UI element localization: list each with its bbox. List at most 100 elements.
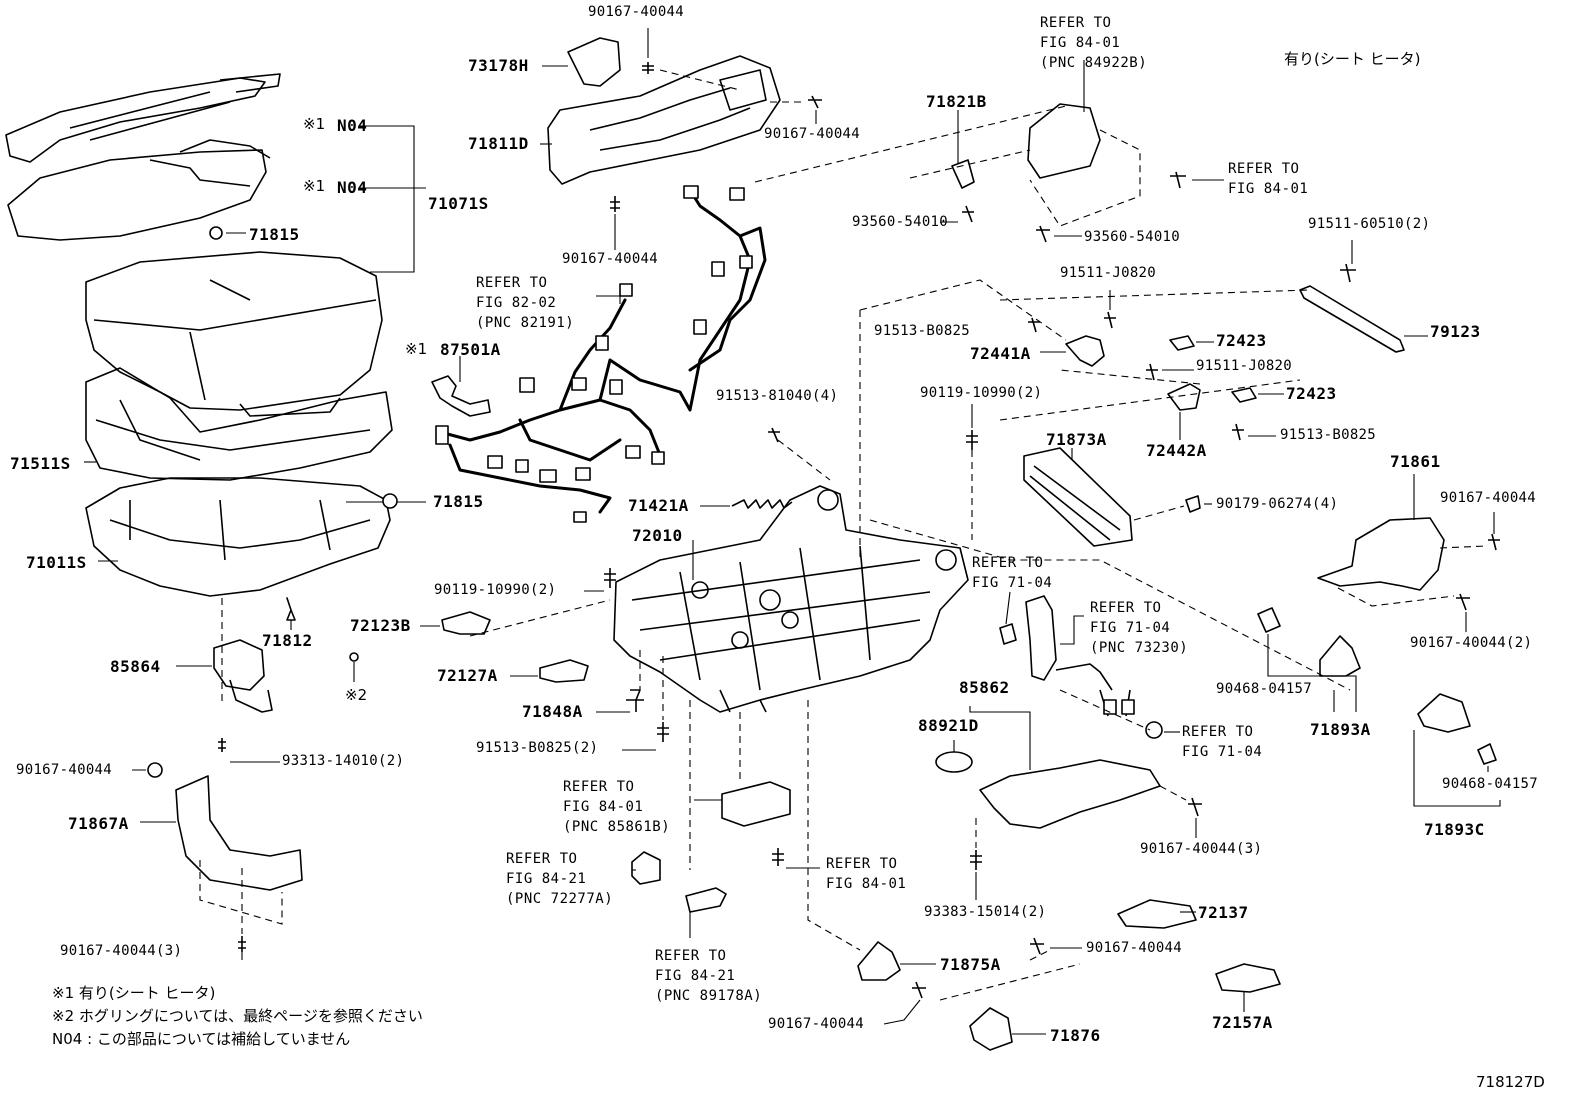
refer-label-r5: REFER TO FIG 71-04 (PNC 73230) (1090, 600, 1189, 656)
seat-cushion-pad (85, 367, 393, 481)
bolt-91513-B0825-icon (657, 722, 669, 742)
part-label-b19: 91513-81040(4) (716, 388, 839, 404)
wire-harness (435, 185, 767, 523)
hog-ring-icon (349, 652, 359, 662)
screw-71861-top-icon (1488, 533, 1500, 551)
screw-top-icon (642, 62, 654, 74)
part-label-b41: 72137 (1198, 903, 1249, 922)
part-label-b42: 90167-40044 (1086, 940, 1183, 956)
bolt-91513-lower-icon (1232, 423, 1244, 441)
clip-72277A (631, 851, 661, 885)
part-label-b7: 93560-54010 (852, 214, 949, 230)
part-label-b26: 72010 (632, 526, 683, 545)
footnote-1: ※1 有り(シート ヒータ) (52, 984, 216, 1002)
part-label-b47: N04 (337, 116, 368, 135)
screw-93560-right-icon (1036, 225, 1050, 243)
screw-refer-84-01-icon (1170, 171, 1186, 189)
part-label-b3: 90167-40044 (764, 126, 861, 142)
note-mark-m2: ※1 (303, 177, 326, 195)
cover-71873A (1023, 447, 1133, 547)
part-label-b1: 90167-40044 (588, 4, 685, 20)
part-label-b28: 72123B (350, 616, 411, 635)
part-label-b60: 90167-40044(3) (60, 943, 183, 959)
part-label-b57: 93313-14010(2) (282, 753, 405, 769)
part-label-b40: 93383-15014(2) (924, 904, 1047, 920)
sensor-89178A (685, 887, 727, 913)
part-label-b37: 90468-04157 (1442, 776, 1539, 792)
part-label-b8: 93560-54010 (1084, 229, 1181, 245)
side-cover-73178H (567, 37, 621, 87)
bracket-72442A (1167, 383, 1201, 411)
clip-71815-icon (382, 493, 398, 509)
part-label-b51: 87501A (440, 340, 501, 359)
cover-71875A (857, 941, 901, 981)
bracket-72441A (1065, 335, 1105, 367)
bracket-71893C (1417, 693, 1471, 733)
part-label-b5: 90167-40044 (562, 251, 659, 267)
screw-93560-left-icon (962, 205, 974, 223)
part-label-b25: 71421A (628, 496, 689, 515)
screw-90167-3-icon (1188, 797, 1202, 817)
cover-72137 (1117, 899, 1197, 929)
seat-adjuster-72010 (613, 485, 969, 713)
seat-side-shield-71811D (547, 55, 781, 185)
part-label-b29: 72127A (437, 666, 498, 685)
part-label-b21: 71873A (1046, 430, 1107, 449)
screw-84-01-icon (772, 848, 784, 866)
bolt-90119-right-icon (966, 430, 978, 450)
heater-option-label: 有り(シート ヒータ) (1284, 50, 1421, 68)
refer-label-r1: REFER TO FIG 84-01 (PNC 84922B) (1040, 15, 1148, 71)
screw-71867A-icon (147, 762, 163, 778)
part-label-b45: 90167-40044 (768, 1016, 865, 1032)
bracket-71893A (1319, 635, 1361, 677)
washer-71-04-icon (999, 623, 1017, 645)
lever-85862 (979, 759, 1161, 829)
screw-71861-bottom-icon (1456, 593, 1470, 611)
bolt-91511-lower-icon (1146, 363, 1158, 381)
part-label-b10: 91511-J0820 (1060, 265, 1157, 281)
part-label-b12: 72441A (970, 344, 1031, 363)
strap-79123 (1299, 285, 1405, 353)
refer-label-r10: REFER TO FIG 84-21 (PNC 89178A) (655, 948, 763, 1004)
screw-90167-bottom-icon (912, 981, 926, 999)
part-label-b44: 72157A (1212, 1013, 1273, 1032)
screw-91511-60510-icon (1340, 263, 1356, 283)
bolt-91513-upper-icon (1028, 317, 1040, 333)
clip-90468-right-icon (1477, 743, 1497, 765)
part-label-b13: 72423 (1216, 331, 1267, 350)
footnotes: ※1 有り(シート ヒータ) ※2 ホグリングについては、最終ページを参照くださ… (52, 982, 423, 1051)
clip-72423-upper (1169, 335, 1195, 351)
refer-label-r4: REFER TO FIG 71-04 (972, 555, 1053, 591)
seat-cushion-frame (85, 477, 391, 597)
part-label-b22: 71861 (1390, 452, 1441, 471)
part-label-b50: 71815 (249, 225, 300, 244)
part-label-b16: 72423 (1286, 384, 1337, 403)
note-mark-m4: ※2 (345, 686, 368, 704)
footnote-3: N04 : この部品については補給していません (52, 1030, 351, 1048)
airbag-sensor-84922B (1027, 103, 1101, 179)
part-label-b49: 71071S (428, 194, 489, 213)
part-label-b34: 88921D (918, 716, 979, 735)
part-label-b18: 72442A (1146, 441, 1207, 460)
pin-71812-icon (286, 597, 296, 621)
note-mark-m3: ※1 (405, 340, 428, 358)
clip-72423-lower (1231, 387, 1257, 403)
switch-85864 (213, 639, 273, 713)
part-label-b39: 90167-40044(3) (1140, 841, 1263, 857)
part-label-b14: 91511-J0820 (1196, 358, 1293, 374)
refer-label-r9: REFER TO FIG 84-01 (826, 856, 907, 892)
figure-code: 718127D (1476, 1073, 1545, 1091)
note-mark-m1: ※1 (303, 115, 326, 133)
seat-cushion-cover (85, 251, 383, 417)
footnote-2: ※2 ホグリングについては、最終ページを参照ください (52, 1007, 423, 1025)
part-label-b52: 71511S (10, 454, 71, 473)
screw-right-icon (808, 95, 822, 109)
part-label-b35: 90468-04157 (1216, 681, 1313, 697)
bolt-90119-left-icon (604, 568, 616, 588)
screw-bottom-left-icon (238, 936, 246, 952)
plate-72127A (539, 659, 589, 683)
part-label-b43: 71875A (940, 955, 1001, 974)
part-label-b32: 90167-40044(2) (1410, 635, 1533, 651)
